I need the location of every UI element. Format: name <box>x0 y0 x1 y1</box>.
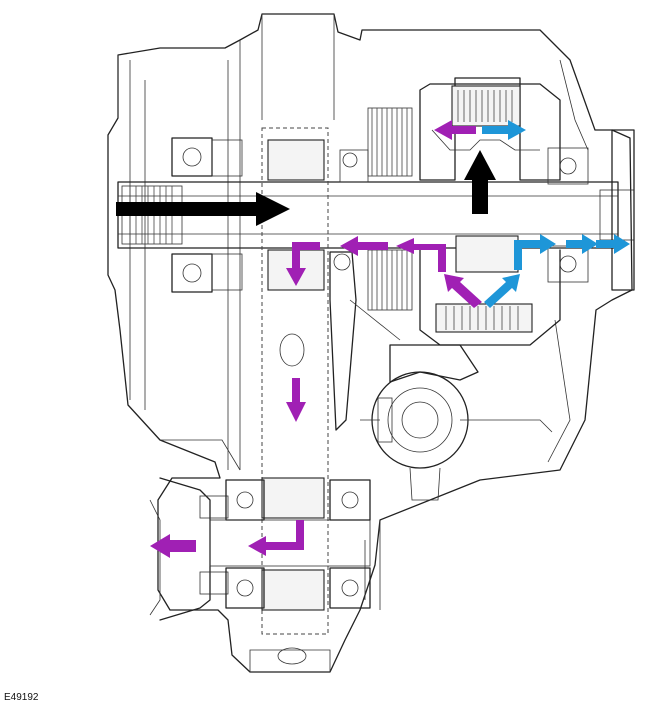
purple-left-mid-arrow <box>340 236 388 256</box>
blue-right-arrow-2 <box>596 234 630 254</box>
clutch-pack <box>339 107 413 311</box>
purple-left-top-arrow <box>434 120 476 140</box>
up-arrow <box>464 150 496 214</box>
purple-diagonal-arrow <box>444 274 482 308</box>
purple-elbow-left-arrow <box>396 238 446 272</box>
shift-motor <box>360 344 553 501</box>
center-differential <box>419 77 589 346</box>
front-output <box>159 477 371 621</box>
purple-output-left-arrow <box>150 534 196 558</box>
blue-diagonal-arrow <box>484 274 520 308</box>
blue-right-top-arrow <box>482 120 526 140</box>
blue-elbow-arrow <box>514 234 556 270</box>
input-arrow <box>116 192 290 226</box>
housing-outline <box>107 13 633 673</box>
blue-right-arrow-1 <box>566 234 598 254</box>
figure-code: E49192 <box>4 692 39 703</box>
input-bearings <box>171 137 243 293</box>
shift-fork <box>329 251 401 431</box>
purple-elbow-output-arrow <box>248 520 304 556</box>
purple-elbow-down-arrow <box>286 242 320 286</box>
purple-down-arrow <box>286 378 306 422</box>
